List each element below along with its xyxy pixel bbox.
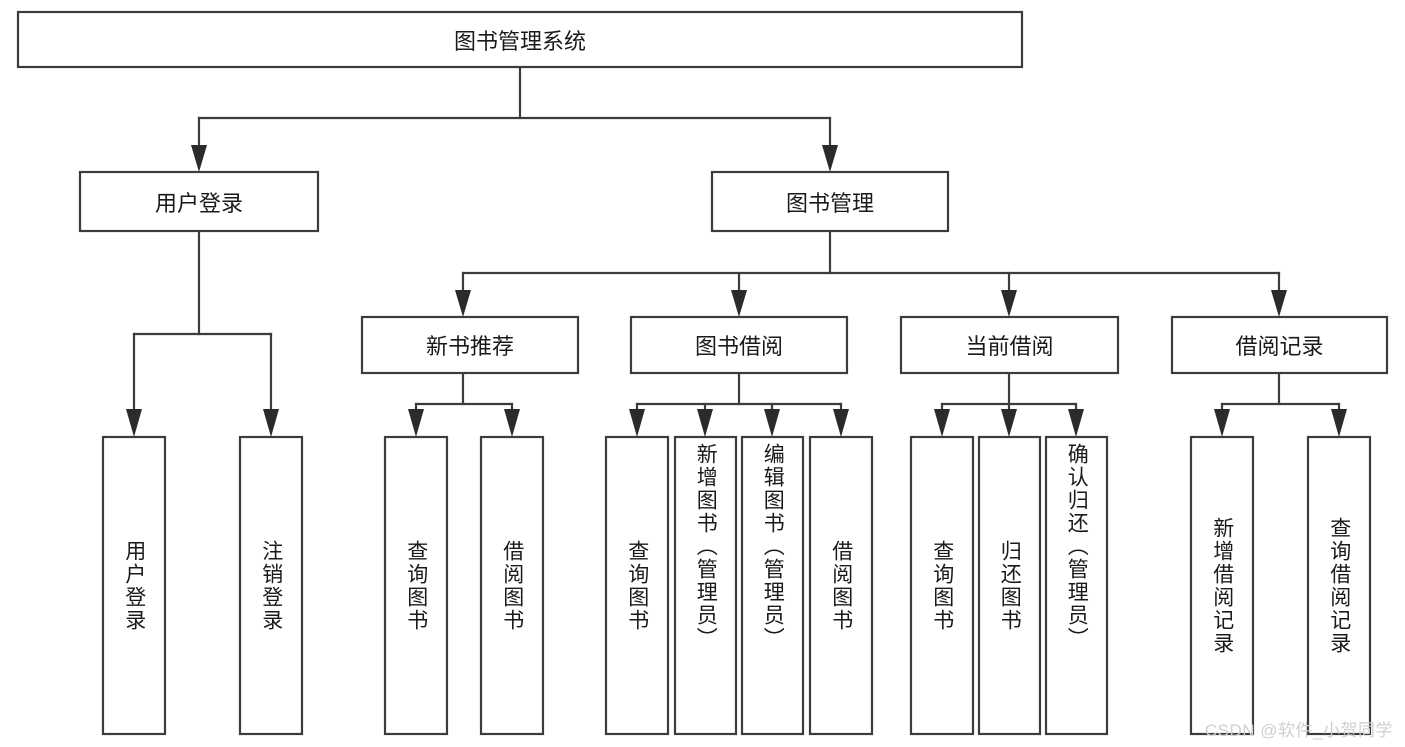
node-book-borrow[interactable] (629, 315, 849, 375)
node-leaf-add-record[interactable] (1189, 435, 1255, 736)
node-leaf-user-login[interactable] (101, 435, 167, 736)
arrow-to-leaf-edit-book (764, 409, 780, 437)
node-leaf-borrow-book-1[interactable] (479, 435, 545, 736)
node-book-manage[interactable] (710, 170, 950, 233)
arrow-to-user-login (191, 145, 207, 172)
node-leaf-return-book[interactable] (977, 435, 1042, 736)
node-leaf-query-book-2[interactable] (604, 435, 670, 736)
connector-group-user-login (126, 229, 279, 437)
arrow-to-leaf-confirm-return (1068, 409, 1084, 437)
node-root[interactable] (16, 10, 1024, 69)
node-leaf-logout[interactable] (238, 435, 304, 736)
arrow-to-leaf-user-login (126, 409, 142, 437)
arrow-to-current-borrow (1001, 290, 1017, 317)
node-new-book-recommend[interactable] (360, 315, 580, 375)
node-leaf-edit-book[interactable] (740, 435, 805, 736)
connector-group-book-borrow (629, 371, 849, 437)
connector-group-book-manage (455, 229, 1287, 317)
connector-group-current-borrow (934, 371, 1084, 437)
arrow-to-leaf-add-book (697, 409, 713, 437)
arrow-to-leaf-query-book-3 (934, 409, 950, 437)
node-leaf-query-book-1[interactable] (383, 435, 449, 736)
arrow-to-leaf-query-book-2 (629, 409, 645, 437)
arrow-to-leaf-query-book-1 (408, 409, 424, 437)
arrow-to-leaf-borrow-book-2 (833, 409, 849, 437)
arrow-to-leaf-add-record (1214, 409, 1230, 437)
arrow-to-new-book-recommend (455, 290, 471, 317)
node-borrow-record[interactable] (1170, 315, 1389, 375)
node-leaf-borrow-book-2[interactable] (808, 435, 874, 736)
arrow-to-book-borrow (731, 290, 747, 317)
node-user-login[interactable] (78, 170, 320, 233)
arrow-to-leaf-logout (263, 409, 279, 437)
node-leaf-query-record[interactable] (1306, 435, 1372, 736)
arrow-to-borrow-record (1271, 290, 1287, 317)
arrow-to-leaf-borrow-book-1 (504, 409, 520, 437)
node-leaf-confirm-return[interactable] (1044, 435, 1109, 736)
arrow-to-book-manage (822, 145, 838, 172)
connector-group-root (191, 65, 838, 172)
node-leaf-query-book-3[interactable] (909, 435, 975, 736)
arrow-to-leaf-query-record (1331, 409, 1347, 437)
node-leaf-add-book[interactable] (673, 435, 738, 736)
arrow-to-leaf-return-book (1001, 409, 1017, 437)
node-current-borrow[interactable] (899, 315, 1120, 375)
connector-group-borrow-record (1214, 371, 1347, 437)
csdn-watermark: CSDN @软件_小贺同学 (1204, 721, 1393, 740)
connector-group-new-book-recommend (408, 371, 520, 437)
